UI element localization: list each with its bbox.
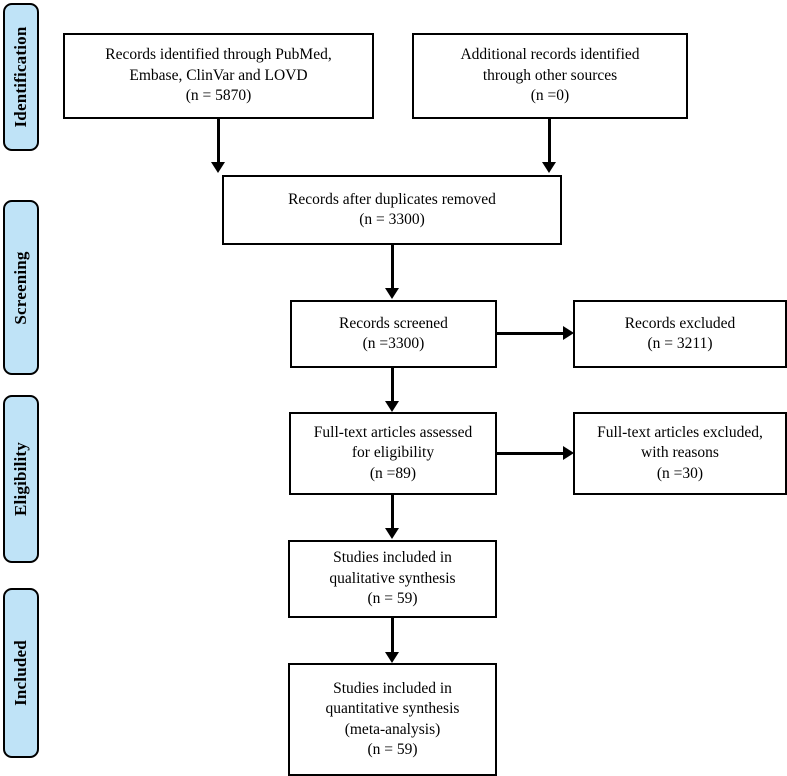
connector-screened-to-excluded: [497, 332, 565, 335]
connector-additional-records-to-duplicates: [548, 119, 551, 164]
connector-records-identified-to-duplicates: [217, 119, 220, 164]
box-records-screened-text: Records screened (n =3300): [339, 314, 448, 352]
arrowhead-fulltext-to-qualitative: [385, 528, 399, 539]
arrowhead-qualitative-to-quantitative: [385, 652, 399, 663]
connector-qualitative-to-quantitative: [391, 618, 394, 655]
box-fulltext-assessed-text: Full-text articles assessed for eligibil…: [313, 423, 473, 482]
box-fulltext-assessed: Full-text articles assessed for eligibil…: [289, 412, 497, 495]
arrowhead-records-identified-to-duplicates: [211, 162, 225, 173]
box-additional-records: Additional records identified through ot…: [412, 33, 688, 119]
stage-tab-screening: Screening: [3, 200, 39, 375]
box-fulltext-excluded: Full-text articles excluded, with reason…: [573, 412, 787, 495]
stage-tab-identification: Identification: [3, 3, 39, 151]
stage-tab-included: Included: [3, 588, 39, 758]
box-fulltext-excluded-text: Full-text articles excluded, with reason…: [597, 423, 763, 482]
arrowhead-screened-to-fulltext: [385, 401, 399, 412]
box-records-excluded-text: Records excluded (n = 3211): [624, 314, 736, 352]
box-duplicates-removed: Records after duplicates removed (n = 33…: [222, 175, 562, 245]
arrowhead-additional-records-to-duplicates: [542, 162, 556, 173]
arrowhead-fulltext-to-excluded: [563, 446, 574, 460]
stage-tab-eligibility: Eligibility: [3, 395, 39, 563]
connector-fulltext-to-qualitative: [391, 495, 394, 529]
connector-duplicates-to-screened: [391, 245, 394, 289]
box-quantitative-synthesis-text: Studies included in quantitative synthes…: [325, 679, 460, 758]
box-records-identified-text: Records identified through PubMed, Embas…: [105, 46, 332, 105]
box-duplicates-removed-text: Records after duplicates removed (n = 33…: [288, 190, 496, 228]
stage-label-identification: Identification: [11, 26, 30, 128]
connector-fulltext-to-excluded: [497, 452, 565, 455]
connector-screened-to-fulltext: [391, 368, 394, 404]
stage-label-eligibility: Eligibility: [11, 442, 30, 516]
stage-label-included: Included: [11, 640, 30, 706]
stage-label-screening: Screening: [11, 250, 30, 325]
arrowhead-screened-to-excluded: [563, 326, 574, 340]
box-records-identified: Records identified through PubMed, Embas…: [63, 33, 374, 119]
box-records-excluded: Records excluded (n = 3211): [573, 300, 787, 368]
arrowhead-duplicates-to-screened: [385, 288, 399, 299]
box-quantitative-synthesis: Studies included in quantitative synthes…: [288, 663, 497, 776]
box-qualitative-synthesis: Studies included in qualitative synthesi…: [288, 540, 497, 618]
box-records-screened: Records screened (n =3300): [290, 300, 497, 368]
box-additional-records-text: Additional records identified through ot…: [460, 46, 640, 105]
box-qualitative-synthesis-text: Studies included in qualitative synthesi…: [329, 549, 456, 608]
